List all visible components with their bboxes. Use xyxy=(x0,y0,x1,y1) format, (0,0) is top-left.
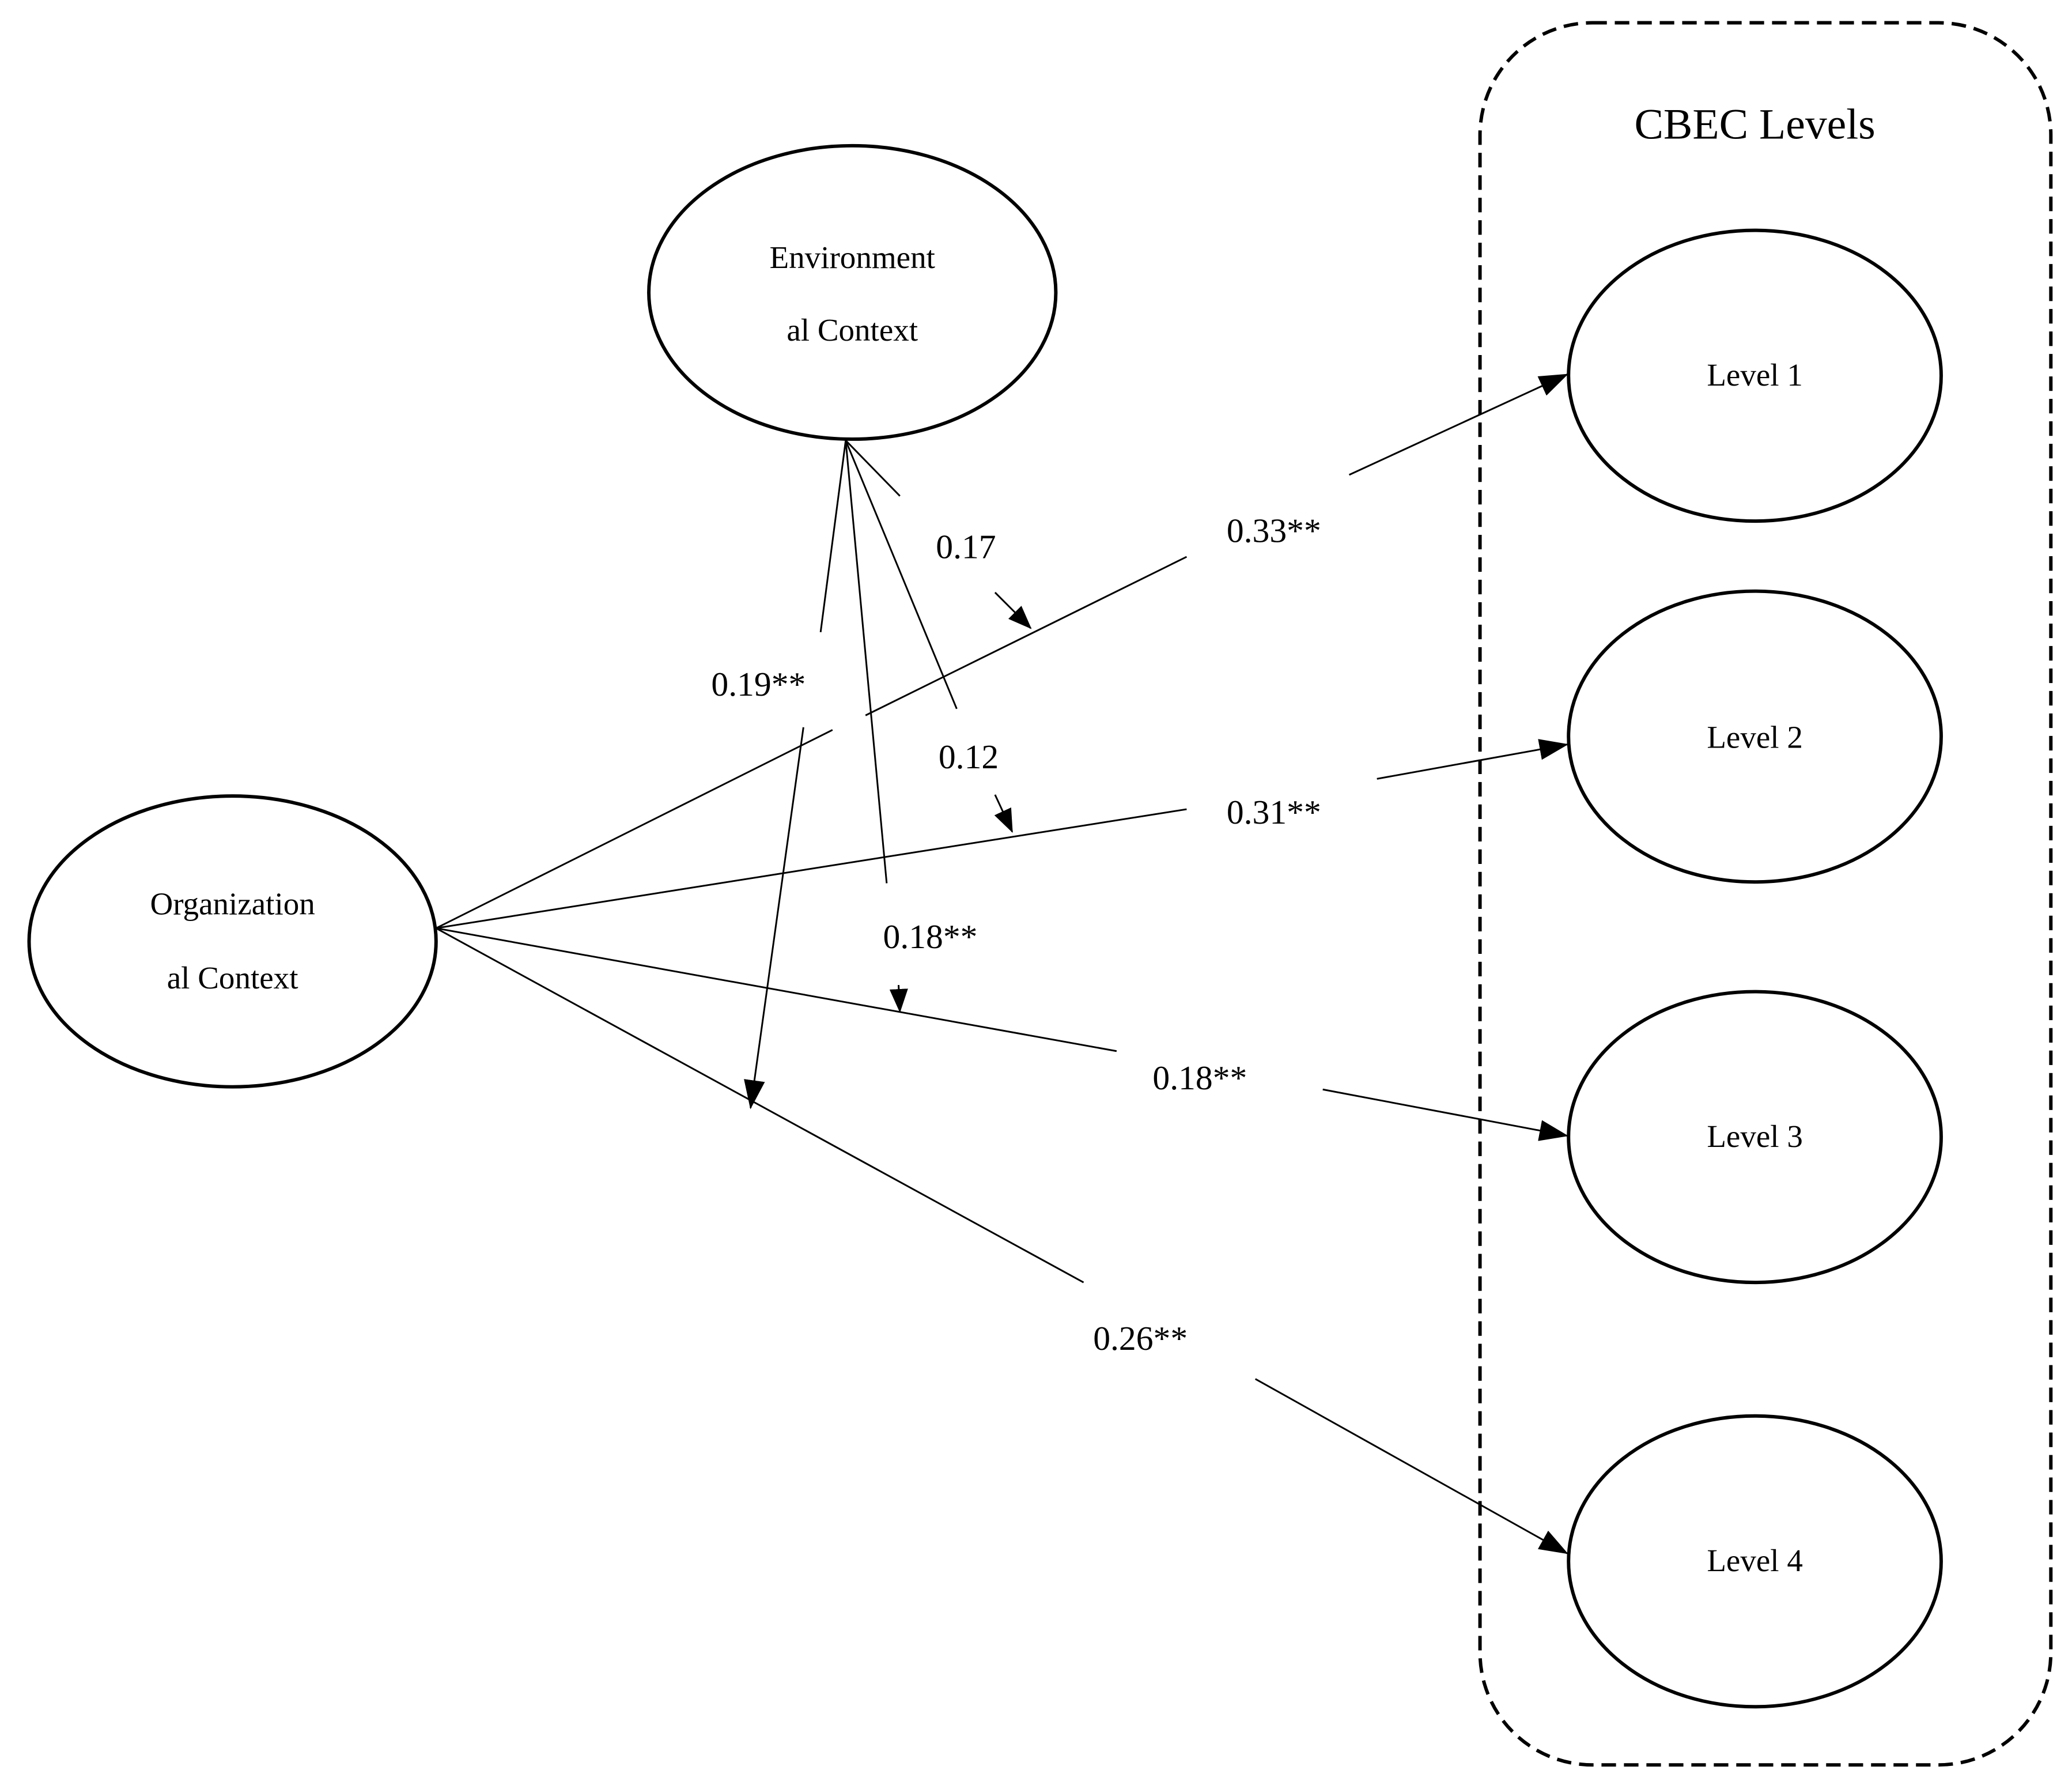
env-on-path4-coefficient: 0.19** xyxy=(711,665,806,703)
env-on-path4-line-segment-a xyxy=(819,440,847,632)
env-on-path3-arrow xyxy=(889,985,908,1013)
level-2-label: Level 2 xyxy=(1707,719,1803,754)
organizational-context-label-line2: al Context xyxy=(167,960,298,995)
env-on-path1-coefficient: 0.17 xyxy=(936,527,996,565)
org-to-level3-arrow xyxy=(1322,1088,1569,1141)
environmental-context-label-line2: al Context xyxy=(787,312,918,348)
environmental-context-node xyxy=(647,144,1058,441)
level-1-label: Level 1 xyxy=(1707,357,1803,392)
env-on-path2-coefficient: 0.12 xyxy=(939,738,999,776)
level-2-node xyxy=(1567,589,1943,884)
org-to-level2-coefficient: 0.31** xyxy=(1227,793,1321,831)
org-to-level3-line-segment-a xyxy=(436,927,1117,1052)
cbec-levels-title: CBEC Levels xyxy=(1634,100,1875,148)
environmental-context-label-line1: Environment xyxy=(770,240,935,275)
level-4-node xyxy=(1567,1414,1943,1709)
cbec-levels-group-box xyxy=(1478,21,2053,1767)
env-on-path1-line-segment-a xyxy=(845,440,901,497)
env-on-path4-arrow xyxy=(744,727,804,1109)
organizational-context-label-line1: Organization xyxy=(150,886,315,921)
org-to-level1-line-segment-b xyxy=(865,556,1188,716)
org-to-level4-coefficient: 0.26** xyxy=(1093,1319,1188,1357)
org-to-level1-arrow xyxy=(1348,373,1569,476)
env-on-path2-arrow xyxy=(994,794,1014,833)
env-on-path2-line-segment-a xyxy=(845,440,958,709)
org-to-level2-line-segment-a xyxy=(436,808,1187,929)
organizational-context-node xyxy=(27,794,438,1089)
env-on-path3-line-segment-a xyxy=(845,440,888,884)
org-to-level2-arrow xyxy=(1377,739,1569,780)
org-to-level1-coefficient: 0.33** xyxy=(1227,512,1321,550)
level-4-label: Level 4 xyxy=(1707,1543,1803,1578)
org-to-level4-line-segment-a xyxy=(436,927,1084,1284)
level-3-node xyxy=(1567,990,1943,1285)
level-3-label: Level 3 xyxy=(1707,1119,1803,1154)
level-1-node xyxy=(1567,228,1943,523)
org-to-level4-arrow xyxy=(1254,1378,1568,1554)
org-to-level1-line-segment-a xyxy=(436,729,833,929)
org-to-level3-coefficient: 0.18** xyxy=(1152,1059,1247,1097)
env-on-path3-coefficient: 0.18** xyxy=(883,918,978,956)
env-on-path1-arrow xyxy=(994,591,1032,629)
